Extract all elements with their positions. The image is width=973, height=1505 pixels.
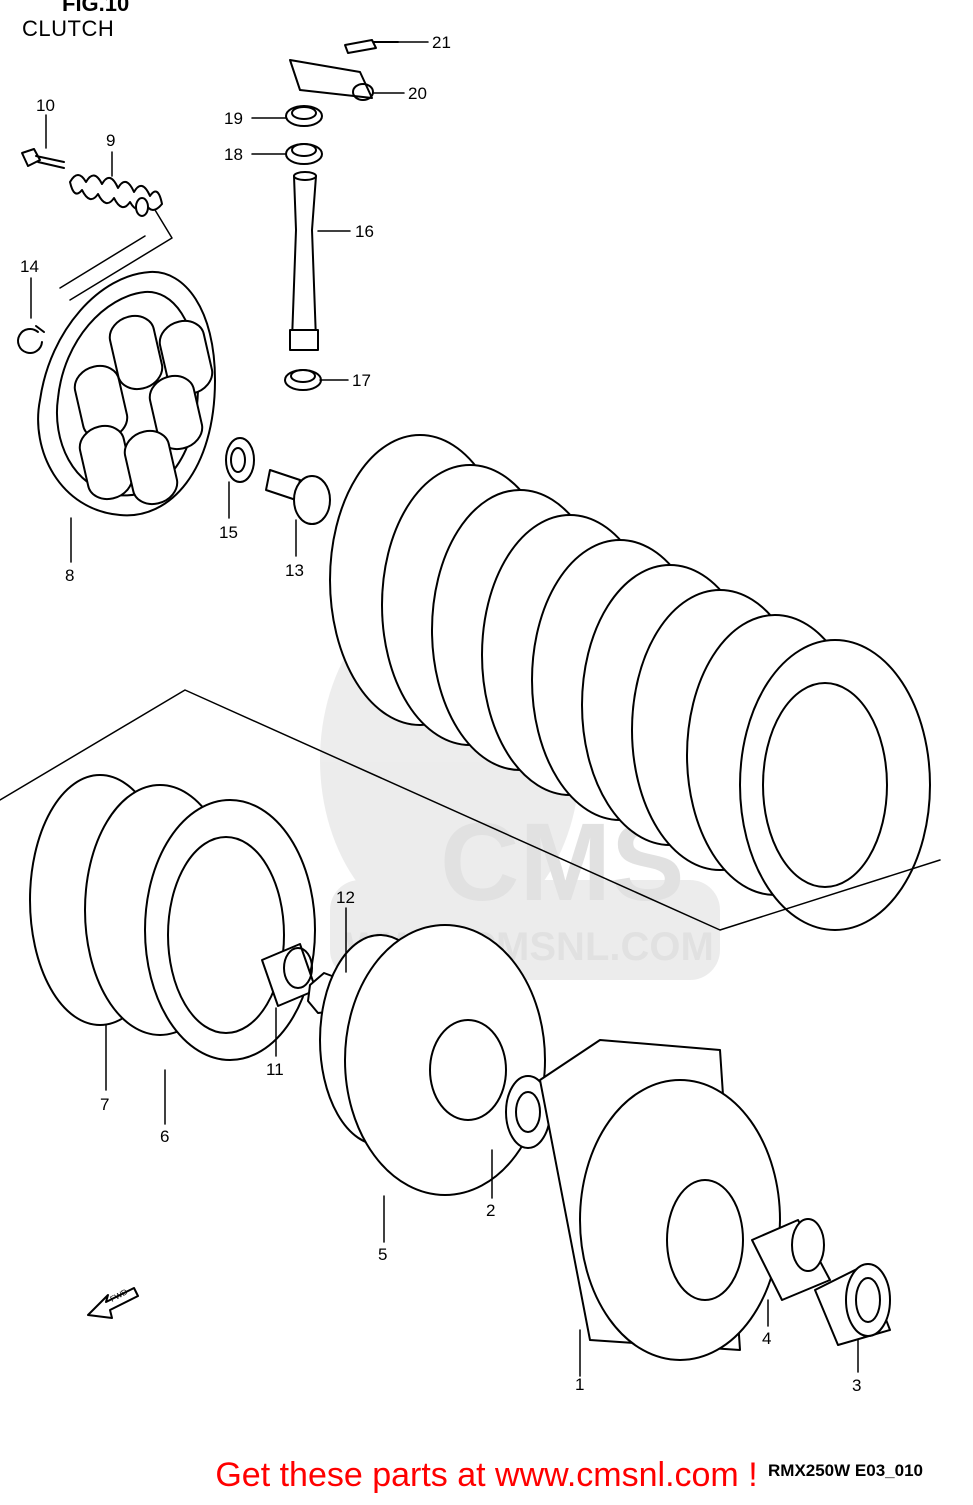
pressure-plate-part-8 [37, 270, 216, 517]
callout-10: 10 [36, 96, 55, 149]
callout-3: 3 [852, 1339, 861, 1395]
clutch-plate-stack [329, 434, 931, 931]
spring-part-9 [69, 174, 163, 217]
callout-label-14: 14 [20, 257, 39, 276]
thrust-washer-part-2 [505, 1075, 551, 1149]
callout-15: 15 [219, 481, 238, 542]
callout-16: 16 [317, 222, 374, 241]
callout-label-21: 21 [432, 33, 451, 52]
callout-4: 4 [762, 1299, 771, 1348]
callout-7: 7 [100, 1024, 109, 1114]
callout-label-4: 4 [762, 1329, 771, 1348]
callout-19: 19 [224, 109, 287, 128]
callout-label-7: 7 [100, 1095, 109, 1114]
lower-plates-7-6 [29, 774, 316, 1061]
callout-13: 13 [285, 519, 304, 580]
plate-stack-frame [0, 689, 941, 931]
callout-label-19: 19 [224, 109, 243, 128]
callout-18: 18 [224, 145, 287, 164]
callout-12: 12 [336, 888, 355, 973]
callout-label-6: 6 [160, 1127, 169, 1146]
callout-label-17: 17 [352, 371, 371, 390]
spring-plane-outline [59, 204, 173, 301]
callout-label-20: 20 [408, 84, 427, 103]
callout-label-5: 5 [378, 1245, 387, 1264]
callout-label-9: 9 [106, 131, 115, 150]
callout-label-2: 2 [486, 1201, 495, 1220]
callout-21: 21 [397, 33, 451, 52]
bolt-part-10 [21, 148, 65, 169]
callout-2: 2 [486, 1149, 495, 1220]
needle-bearing-part-4 [751, 1218, 831, 1301]
drawing-code: RMX250W E03_010 [768, 1461, 923, 1480]
circlip-part-14 [17, 325, 45, 354]
callout-label-8: 8 [65, 566, 74, 585]
callout-label-13: 13 [285, 561, 304, 580]
figure-title: FIG.10 [62, 0, 130, 16]
callout-20: 20 [373, 84, 427, 103]
callout-label-1: 1 [575, 1375, 584, 1394]
figure-subtitle: CLUTCH [22, 16, 115, 41]
bearing-part-15 [225, 437, 255, 483]
callout-label-10: 10 [36, 96, 55, 115]
spacer-part-3 [814, 1263, 891, 1346]
callout-label-18: 18 [224, 145, 243, 164]
callout-17: 17 [319, 371, 371, 390]
callout-8: 8 [65, 517, 74, 585]
callout-14: 14 [20, 257, 39, 319]
fwd-direction-arrow: FWD [87, 1287, 139, 1319]
callout-label-3: 3 [852, 1376, 861, 1395]
push-piece-part-13 [265, 469, 331, 525]
callout-label-16: 16 [355, 222, 374, 241]
clutch-housing-part-1 [539, 1039, 781, 1361]
release-shaft-assembly [284, 39, 399, 391]
callout-label-11: 11 [266, 1060, 284, 1079]
callout-9: 9 [106, 131, 115, 177]
callout-5: 5 [378, 1195, 387, 1264]
callout-label-15: 15 [219, 523, 238, 542]
footer-link-text[interactable]: Get these parts at www.cmsnl.com ! [215, 1456, 758, 1494]
callout-11: 11 [266, 1007, 284, 1079]
callout-label-12: 12 [336, 888, 355, 907]
sleeve-hub-part-5 [319, 924, 546, 1196]
callout-6: 6 [160, 1069, 169, 1146]
callout-1: 1 [575, 1329, 584, 1394]
